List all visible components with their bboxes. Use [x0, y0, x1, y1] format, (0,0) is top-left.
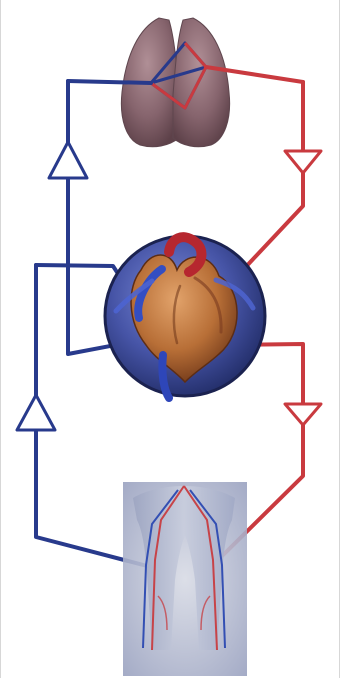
heart-icon: [105, 236, 265, 398]
legs-icon: [123, 482, 247, 676]
